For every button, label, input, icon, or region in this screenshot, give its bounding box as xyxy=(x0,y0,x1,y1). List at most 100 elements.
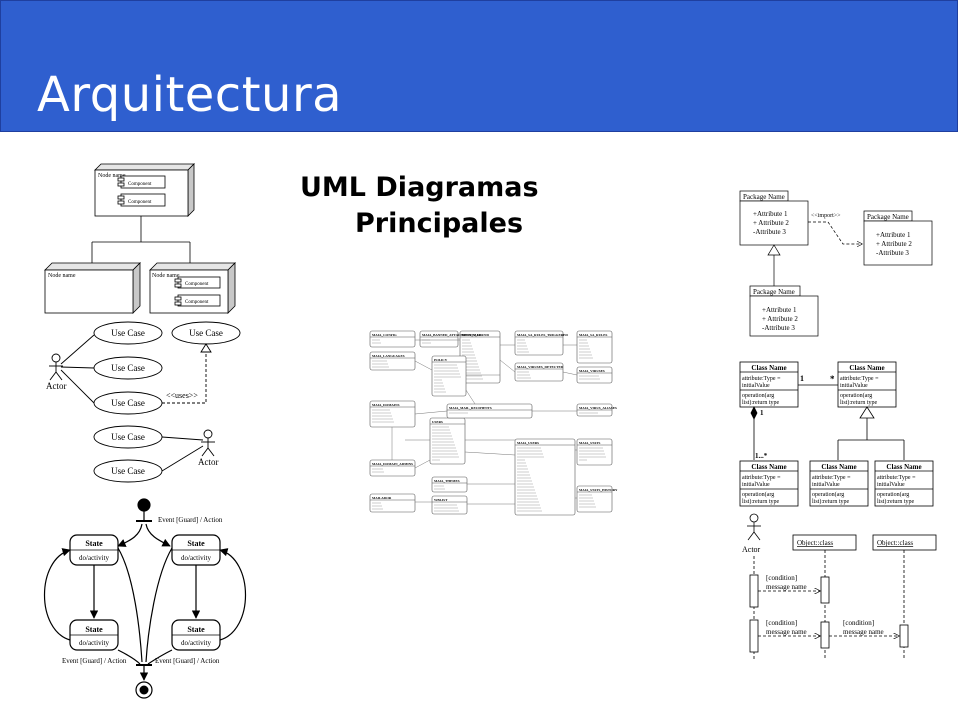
er-relationship-line xyxy=(464,451,516,456)
object-label: Object::class xyxy=(797,539,833,547)
er-table-name: MAIA_DOMAIN_ADMINS xyxy=(372,462,413,466)
package-attribute: -Attribute 3 xyxy=(753,228,786,236)
use-case-label: Use Case xyxy=(111,466,145,476)
er-table-name: MAIA_VIRUSES_DETECTED xyxy=(517,365,564,369)
package-attribute: + Attribute 2 xyxy=(762,315,798,323)
component-label: Component xyxy=(185,282,209,287)
condition-label: [condition] xyxy=(766,574,797,582)
er-table: POLICY xyxy=(431,355,467,397)
class-return-type: list):return type xyxy=(840,399,877,406)
er-table: MAIA_SA_RULES_TRIGGERED xyxy=(514,330,568,356)
actor-label: Actor xyxy=(46,381,67,391)
sequence-actor-label: Actor xyxy=(742,545,761,554)
state-activity: do/activity xyxy=(79,639,109,647)
er-table-box xyxy=(576,485,613,513)
message-label: message name xyxy=(843,628,884,636)
er-table: USERS xyxy=(429,417,466,465)
class-attribute: attribute:Type = xyxy=(812,475,851,481)
er-table-name: MAIA_BANNED_ATTACHMENTS_FOUND xyxy=(422,333,489,337)
database-schema-diagram: MAIA_CONFIG MAIA_MAIL MAIA_LANGUAGES POLICY… xyxy=(369,330,618,516)
class-return-type: list):return type xyxy=(742,399,779,406)
er-table: MAIA_LANGUAGES xyxy=(369,351,416,371)
er-table-box xyxy=(576,438,613,466)
er-table-name: POLICY xyxy=(434,358,448,362)
class-return-type: list):return type xyxy=(742,498,779,505)
er-table: MAIA_STATS_HISTORY xyxy=(576,485,618,513)
use-case-label: Use Case xyxy=(111,398,145,408)
class-initial-value: initialValue xyxy=(742,383,770,389)
er-table-name: MAIA_VIRUS_ALIASES xyxy=(579,406,617,410)
class-attribute: attribute:Type = xyxy=(877,475,916,481)
er-table-name: MAIA_THEMES xyxy=(434,479,460,483)
class-box: Class Name attribute:Type = initialValue… xyxy=(874,460,934,507)
state-diagram: Event [Guard] / Action State do/activity… xyxy=(43,498,247,699)
package-name: Package Name xyxy=(743,193,785,201)
transition-label: Event [Guard] / Action xyxy=(155,657,220,665)
er-table: MAIA_STATS xyxy=(576,438,613,466)
state-name: State xyxy=(85,625,103,634)
class-operation: operation(arg xyxy=(812,491,844,498)
er-table-name: MAIA_SA_RULES_TRIGGERED xyxy=(517,333,568,337)
actor-figure-right xyxy=(201,429,215,457)
deployment-node-right: Node name Component Component xyxy=(149,262,236,314)
uses-label: <<uses>> xyxy=(166,391,198,400)
er-table-name: MAIA_SA_RULES xyxy=(579,333,608,337)
er-table: MAIA_MAIL xyxy=(459,330,501,384)
state-activity: do/activity xyxy=(181,639,211,647)
actor-figure-sequence xyxy=(747,513,761,541)
er-relationship-line xyxy=(465,389,476,405)
class-box: Class Name attribute:Type = initialValue… xyxy=(837,361,897,408)
er-table-name: WBLIST xyxy=(434,498,448,502)
subtitle-line-1: UML Diagramas xyxy=(300,172,539,203)
class-initial-value: initialValue xyxy=(877,482,905,488)
deployment-diagram: Node name Component Component Node name … xyxy=(44,163,236,314)
er-relationship-line xyxy=(414,459,431,469)
er-table: MAIA_USERS xyxy=(514,438,576,516)
use-case-label: Use Case xyxy=(111,363,145,373)
er-relationship-line xyxy=(562,371,578,376)
er-table-box xyxy=(369,330,416,348)
package-attribute: +Attribute 1 xyxy=(876,231,911,239)
class-operation: operation(arg xyxy=(840,392,872,399)
class-name: Class Name xyxy=(751,463,786,471)
er-table-name: MAIA_STATS_HISTORY xyxy=(579,488,618,492)
use-case-label: Use Case xyxy=(189,328,223,338)
er-table-box xyxy=(514,438,576,516)
deployment-node-top: Node name Component Component xyxy=(94,163,195,217)
er-table-name: MAIA_MAIL_RECIPIENTS xyxy=(449,406,492,410)
subtitle-line-2: Principales xyxy=(355,208,524,239)
class-attribute: attribute:Type = xyxy=(840,376,879,382)
er-relationship-line xyxy=(414,410,448,415)
state-name: State xyxy=(187,539,205,548)
class-box: Class Name attribute:Type = initialValue… xyxy=(739,361,799,408)
er-table-name: MAIA_LANGUAGES xyxy=(372,354,405,358)
class-operation: operation(arg xyxy=(742,392,774,399)
class-name: Class Name xyxy=(751,364,786,372)
import-label: <<import>> xyxy=(811,213,841,219)
state-activity: do/activity xyxy=(181,554,211,562)
er-table: MAIA_VIRUSES xyxy=(576,366,613,384)
class-box: Class Name attribute:Type = initialValue… xyxy=(739,460,799,507)
title-banner: Arquitectura xyxy=(0,0,958,132)
component-label: Component xyxy=(128,182,152,187)
package-diagram: Package Name +Attribute 1 + Attribute 2 … xyxy=(739,190,933,337)
er-table: MAIA_VIRUS_ALIASES xyxy=(576,403,617,417)
state-name: State xyxy=(85,539,103,548)
multiplicity-label: 1 xyxy=(760,409,764,417)
package-attribute: + Attribute 2 xyxy=(753,219,789,227)
class-diagram: Class Name attribute:Type = initialValue… xyxy=(739,361,934,507)
component-label: Component xyxy=(185,300,209,305)
er-table: MAIA_MAIL_RECIPIENTS xyxy=(446,403,533,419)
er-table-name: MAIA_CONFIG xyxy=(372,333,397,337)
node-name-left: Node name xyxy=(48,273,76,279)
er-table: MAIA_CONFIG xyxy=(369,330,416,348)
class-return-type: list):return type xyxy=(812,498,849,505)
actor-label: Actor xyxy=(198,457,219,467)
er-relationship-line xyxy=(414,360,433,371)
er-table-name: MAIA_VIRUSES xyxy=(579,369,605,373)
slide-subtitle: UML Diagramas Principales xyxy=(300,170,600,242)
transition-label: Event [Guard] / Action xyxy=(62,657,127,665)
package-attribute: +Attribute 1 xyxy=(762,306,797,314)
er-table-name: MAIA_MAIL xyxy=(462,333,483,337)
